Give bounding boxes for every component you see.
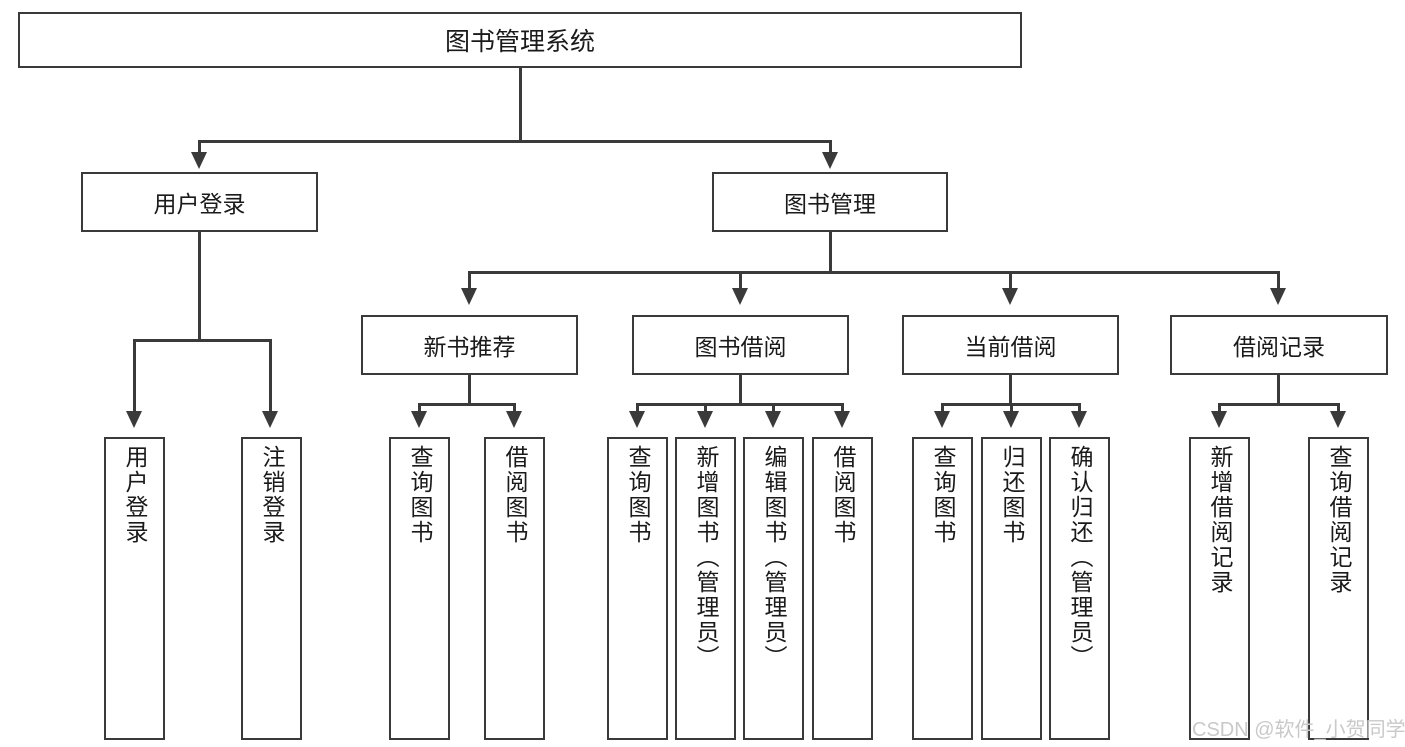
arrow-to-current-leaf-0	[934, 411, 950, 428]
edge-root-bus	[198, 140, 832, 143]
edge-record-drop-1	[1337, 403, 1340, 413]
leaf-current-return-book[interactable]: 归还图书	[981, 437, 1042, 740]
node-current-borrow[interactable]: 当前借阅	[902, 315, 1119, 375]
edge-borrow-drop-0	[636, 403, 639, 413]
edge-root-drop-left	[198, 140, 201, 154]
edge-root-stem	[519, 68, 522, 143]
edge-recommend-drop-1	[513, 403, 516, 413]
edge-recommend-stem	[468, 375, 471, 406]
edge-recommend-drop-0	[418, 403, 421, 413]
edge-bookmanage-bus	[468, 271, 1280, 274]
edge-borrow-drop-3	[841, 403, 844, 413]
arrow-to-book-borrow	[732, 288, 748, 305]
edge-current-drop-0	[941, 403, 944, 413]
node-label: 查询借阅记录	[1326, 445, 1352, 595]
edge-userlogin-stem	[198, 232, 201, 342]
arrow-to-logout-leaf	[262, 411, 278, 428]
node-user-login[interactable]: 用户登录	[81, 172, 318, 232]
edge-record-stem	[1277, 375, 1280, 406]
leaf-record-add-record[interactable]: 新增借阅记录	[1189, 437, 1250, 740]
edge-record-drop-0	[1218, 403, 1221, 413]
leaf-logout[interactable]: 注销登录	[241, 437, 302, 740]
arrow-to-book-manage	[822, 152, 838, 169]
edge-root-drop-right	[829, 140, 832, 154]
leaf-current-query-book[interactable]: 查询图书	[912, 437, 973, 740]
node-new-book-recommend[interactable]: 新书推荐	[361, 315, 578, 375]
leaf-borrow-query-book[interactable]: 查询图书	[607, 437, 668, 740]
arrow-to-current-leaf-2	[1071, 411, 1087, 428]
watermark-text: CSDN @软件_小贺同学	[1192, 719, 1405, 741]
arrow-to-current-leaf-1	[1003, 411, 1019, 428]
node-label: 当前借阅	[964, 334, 1057, 360]
leaf-recommend-query-book[interactable]: 查询图书	[389, 437, 450, 740]
arrow-to-current-borrow	[1002, 288, 1018, 305]
leaf-borrow-add-book-admin[interactable]: 新增图书（管理员）	[675, 437, 736, 740]
arrow-to-record-leaf-1	[1330, 411, 1346, 428]
node-book-manage[interactable]: 图书管理	[712, 172, 948, 232]
arrow-to-new-book-recommend	[461, 288, 477, 305]
node-label: 借阅记录	[1233, 334, 1325, 360]
node-label: 借阅图书	[830, 445, 856, 545]
edge-borrow-stem	[739, 375, 742, 406]
arrow-to-borrow-leaf-1	[697, 411, 713, 428]
node-label: 新增借阅记录	[1207, 445, 1233, 595]
node-label: 查询图书	[407, 445, 433, 545]
csdn-watermark: CSDN @软件_小贺同学	[1192, 713, 1405, 742]
arrow-to-record-leaf-0	[1211, 411, 1227, 428]
edge-borrow-drop-2	[772, 403, 775, 413]
edge-userlogin-drop-1	[269, 339, 272, 413]
node-label: 注销登录	[259, 445, 285, 545]
edge-current-stem	[1009, 375, 1012, 406]
edge-bookmanage-drop-0	[468, 271, 471, 290]
edge-bookmanage-drop-3	[1277, 271, 1280, 290]
leaf-recommend-borrow-book[interactable]: 借阅图书	[484, 437, 545, 740]
edge-borrow-drop-1	[704, 403, 707, 413]
arrow-to-recommend-leaf-0	[411, 411, 427, 428]
node-label: 图书管理系统	[444, 28, 595, 56]
node-label: 新增图书（管理员）	[693, 445, 719, 670]
node-label: 查询图书	[930, 445, 956, 545]
edge-bookmanage-drop-2	[1009, 271, 1012, 290]
node-borrow-record[interactable]: 借阅记录	[1170, 315, 1388, 375]
leaf-borrow-edit-book-admin[interactable]: 编辑图书（管理员）	[743, 437, 804, 740]
leaf-user-login[interactable]: 用户登录	[104, 437, 165, 740]
arrow-to-borrow-record	[1270, 288, 1286, 305]
edge-current-drop-1	[1010, 403, 1013, 413]
node-label: 新书推荐	[423, 334, 516, 360]
node-label: 编辑图书（管理员）	[761, 445, 787, 670]
leaf-current-confirm-return-admin[interactable]: 确认归还（管理员）	[1049, 437, 1110, 740]
edge-bookmanage-stem	[829, 232, 832, 274]
arrow-to-borrow-leaf-2	[765, 411, 781, 428]
edge-borrow-bus	[636, 403, 844, 406]
edge-userlogin-drop-0	[133, 339, 136, 413]
node-label: 图书借阅	[694, 334, 787, 360]
arrow-to-user-login-leaf	[126, 411, 142, 428]
leaf-record-query-record[interactable]: 查询借阅记录	[1308, 437, 1369, 740]
node-label: 用户登录	[122, 445, 148, 545]
node-label: 图书管理	[784, 191, 876, 217]
edge-current-drop-2	[1078, 403, 1081, 413]
node-book-borrow[interactable]: 图书借阅	[632, 315, 849, 375]
arrow-to-borrow-leaf-0	[629, 411, 645, 428]
arrow-to-recommend-leaf-1	[506, 411, 522, 428]
arrow-to-user-login	[191, 152, 207, 169]
edge-record-bus	[1218, 403, 1340, 406]
node-label: 借阅图书	[502, 445, 528, 545]
edge-bookmanage-drop-1	[739, 271, 742, 290]
arrow-to-borrow-leaf-3	[834, 411, 850, 428]
edge-userlogin-bus	[133, 339, 272, 342]
leaf-borrow-borrow-book[interactable]: 借阅图书	[812, 437, 873, 740]
edge-recommend-bus	[418, 403, 516, 406]
node-label: 确认归还（管理员）	[1067, 445, 1093, 670]
node-label: 用户登录	[153, 191, 246, 217]
node-label: 查询图书	[625, 445, 651, 545]
node-root-system[interactable]: 图书管理系统	[18, 12, 1022, 68]
node-label: 归还图书	[999, 445, 1025, 545]
